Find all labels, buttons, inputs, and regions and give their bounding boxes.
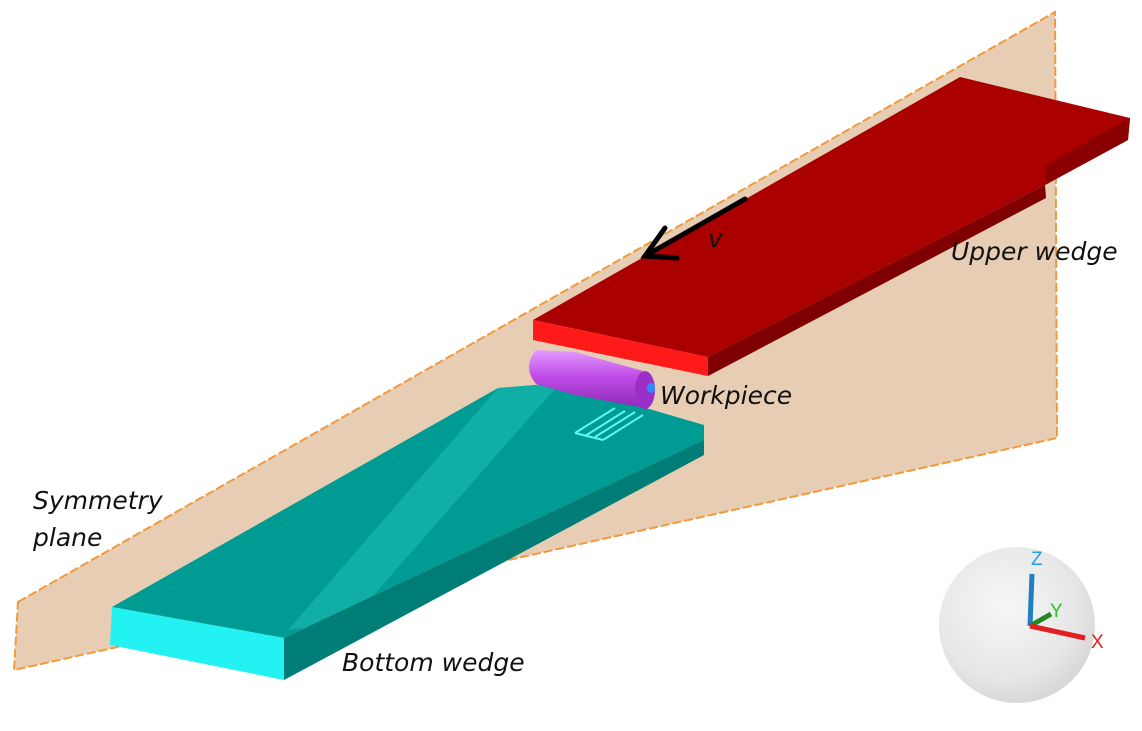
x-axis-label: X bbox=[1091, 632, 1104, 653]
upper-wedge bbox=[533, 77, 1130, 376]
bottom-wedge-guide-lines bbox=[574, 407, 644, 441]
y-axis-line bbox=[1028, 611, 1053, 629]
workpiece-label: Workpiece bbox=[660, 381, 792, 410]
bottom-wedge-label: Bottom wedge bbox=[342, 648, 525, 677]
velocity-arrow bbox=[640, 196, 748, 261]
bottom-wedge bbox=[110, 383, 704, 680]
orientation-sphere[interactable] bbox=[939, 547, 1095, 703]
bottom-wedge-ramp-face bbox=[288, 383, 560, 630]
bottom-wedge-front-face bbox=[110, 607, 284, 680]
y-axis-label: Y bbox=[1050, 601, 1063, 622]
upper-wedge-top-face bbox=[533, 77, 1130, 357]
upper-wedge-label: Upper wedge bbox=[951, 237, 1118, 266]
velocity-label: v bbox=[708, 224, 724, 253]
symmetry-plane bbox=[12, 10, 1059, 672]
symmetry-plane-label-line1: Symmetry bbox=[33, 486, 164, 515]
upper-wedge-side-face bbox=[708, 185, 1046, 376]
symmetry-plane-label-line2: plane bbox=[32, 523, 102, 552]
upper-wedge-end-face bbox=[1045, 118, 1130, 185]
workpiece bbox=[529, 350, 655, 409]
orientation-triad[interactable]: Z Y X bbox=[939, 547, 1104, 703]
z-axis-line bbox=[1027, 573, 1035, 627]
upper-wedge-front-face bbox=[533, 320, 708, 376]
workpiece-end-marker bbox=[647, 383, 655, 393]
workpiece-end-face bbox=[635, 371, 655, 409]
workpiece-body bbox=[529, 350, 645, 408]
z-axis-label: Z bbox=[1031, 549, 1043, 570]
x-axis-line bbox=[1029, 623, 1086, 641]
bottom-wedge-side-face bbox=[284, 440, 704, 680]
